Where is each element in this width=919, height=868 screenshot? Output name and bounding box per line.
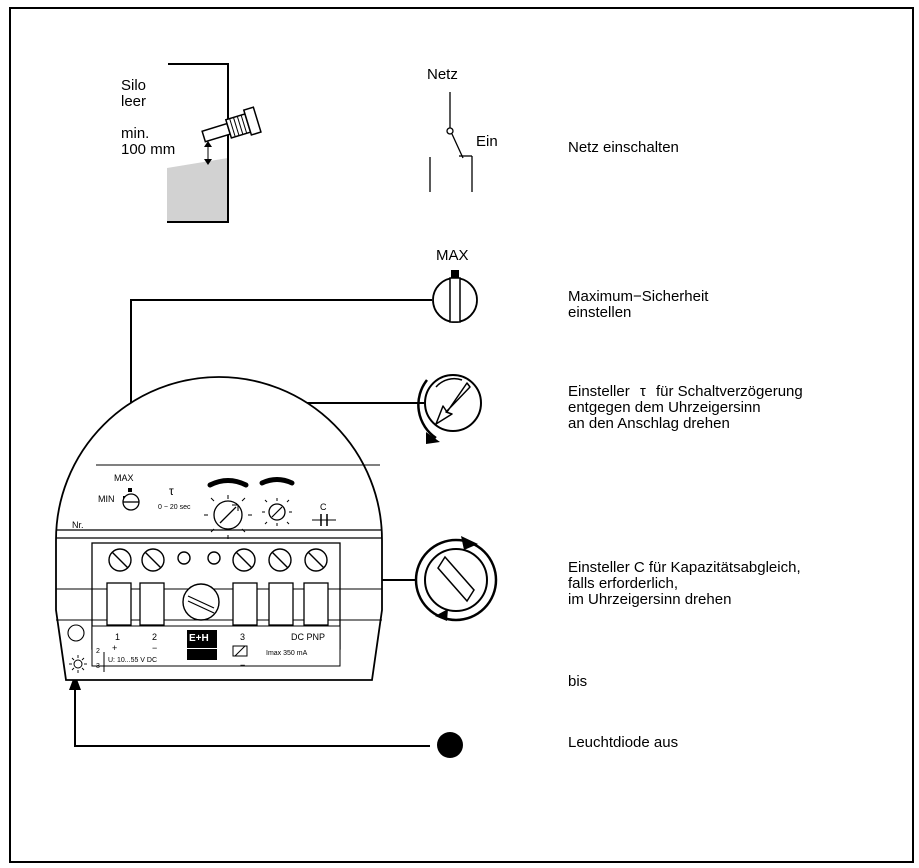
device-led-icon — [73, 659, 83, 669]
device-nr-label: Nr. — [72, 520, 84, 530]
step-led-off: Leuchtdiode aus — [568, 734, 679, 751]
step-c-line1: Einsteller C für Kapazitätsabgleich, — [568, 559, 801, 576]
step-tau-purpose: für Schaltverzögerung — [655, 383, 803, 400]
side-3-label: 3 — [96, 663, 100, 670]
netz-label: Netz — [427, 66, 458, 83]
terminal-1-sign: + — [112, 643, 118, 653]
silo-material — [167, 158, 228, 222]
silo-min-label: min. — [121, 125, 150, 142]
side-2-label: 2 — [96, 648, 100, 655]
step-max-line2: einstellen — [568, 304, 632, 321]
device-tau-range: 0 − 20 sec — [158, 504, 191, 511]
step-tau-line1: Einsteller τ für Schaltverzögerung — [568, 384, 803, 400]
tau-adjuster-icon — [417, 374, 482, 444]
terminal-3-label: 3 — [240, 632, 246, 642]
c-adjuster-icon — [414, 536, 498, 622]
device-min-label: MIN — [98, 494, 115, 504]
mains-switch-icon — [429, 92, 473, 192]
tau-symbol: τ — [639, 383, 646, 400]
dc-pnp-label: DC PNP — [291, 632, 326, 642]
silo-distance-label: 100 mm — [121, 141, 176, 158]
distance-arrow-icon — [204, 141, 212, 165]
step-tau-line2: entgegen dem Uhrzeigersinn — [568, 399, 761, 416]
step-tau-einsteller: Einsteller — [568, 383, 630, 400]
ein-label: Ein — [476, 133, 498, 150]
max-knob-label: MAX — [436, 247, 469, 264]
silo-label-line2: leer — [121, 93, 147, 110]
terminal-2-label: 2 — [152, 632, 158, 642]
step-max-line1: Maximum−Sicherheit — [568, 288, 709, 305]
step-tau-line3: an den Anschlag drehen — [568, 415, 730, 432]
silo-label-line1: Silo — [121, 77, 147, 94]
step-c-line2: falls erforderlich, — [568, 575, 679, 592]
step-power-on: Netz einschalten — [568, 139, 679, 156]
terminal-2-sign: − — [152, 643, 158, 653]
device-max-label: MAX — [114, 473, 134, 483]
frame — [9, 7, 914, 863]
device-housing — [55, 376, 383, 681]
sensor-probe-icon — [201, 106, 262, 143]
step-c-line3: im Uhrzeigersinn drehen — [568, 591, 732, 608]
device-tau-label: τ — [169, 484, 174, 498]
max-switch-icon — [432, 270, 478, 323]
silo-sketch — [167, 63, 262, 223]
relay-symbol-icon — [232, 645, 248, 657]
imax-label: Imax 350 mA — [266, 650, 308, 657]
eh-logo-text: E+H — [189, 633, 209, 644]
step-until: bis — [568, 673, 588, 690]
terminal-3-sign: − — [240, 660, 246, 670]
eh-logo — [187, 630, 217, 648]
device-c-label: C — [320, 502, 327, 512]
terminal-1-label: 1 — [115, 632, 121, 642]
supply-voltage-label: U: 10...55 V DC — [108, 657, 158, 664]
led-off-icon — [437, 732, 463, 758]
